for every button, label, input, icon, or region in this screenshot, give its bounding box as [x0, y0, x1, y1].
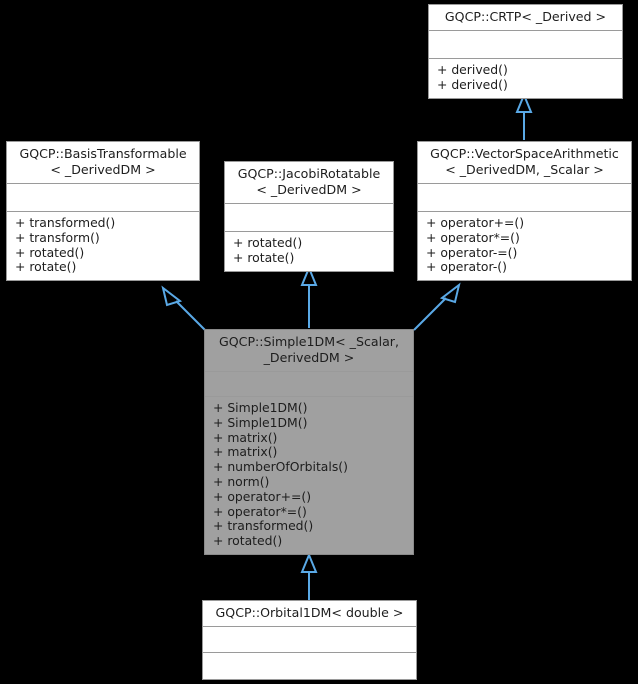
class-operations-vectorspacearithmetic: + operator+=() + operator*=() + operator… [418, 212, 631, 280]
class-title-simple1dm: GQCP::Simple1DM< _Scalar, _DerivedDM > [205, 330, 413, 372]
class-box-simple1dm[interactable]: GQCP::Simple1DM< _Scalar, _DerivedDM > +… [204, 329, 414, 555]
operation-item: + derived() [437, 62, 508, 77]
operation-item: + transformed() [15, 215, 116, 230]
class-attributes-vectorspacearithmetic [418, 184, 631, 212]
class-box-crtp[interactable]: GQCP::CRTP< _Derived > + derived() + der… [428, 4, 623, 99]
operation-item: + operator+=() [213, 488, 312, 504]
operation-item: + rotated() [213, 533, 283, 549]
operation-item: + norm() [213, 473, 270, 489]
edge-orbital1dm-to-simple1dm [300, 552, 318, 600]
class-box-basistransformable[interactable]: GQCP::BasisTransformable < _DerivedDM > … [6, 141, 200, 282]
operation-item: + transformed() [213, 518, 314, 534]
class-title-basistransformable: GQCP::BasisTransformable < _DerivedDM > [7, 142, 199, 184]
edge-simple1dm-to-vectorspacearithmetic [413, 282, 461, 331]
operation-item: + rotated() [15, 244, 85, 260]
class-attributes-orbital1dm [203, 627, 416, 653]
class-attributes-simple1dm [205, 372, 413, 397]
operation-item: + rotated() [233, 235, 303, 250]
operation-item: + transform() [15, 229, 100, 245]
operation-item: + rotate() [233, 249, 295, 265]
operation-item: + matrix() [213, 429, 278, 445]
operation-item: + operator*=() [426, 229, 520, 245]
class-box-orbital1dm[interactable]: GQCP::Orbital1DM< double > [202, 600, 417, 680]
operation-item: + rotate() [15, 259, 77, 275]
operation-item: + matrix() [213, 444, 278, 460]
edge-simple1dm-to-basistransformable [161, 285, 206, 331]
operation-item: + operator-=() [426, 244, 518, 260]
class-title-vectorspacearithmetic: GQCP::VectorSpaceArithmetic < _DerivedDM… [418, 142, 631, 184]
class-title-orbital1dm: GQCP::Orbital1DM< double > [203, 601, 416, 627]
operation-item: + derived() [437, 76, 508, 92]
class-attributes-basistransformable [7, 184, 199, 212]
class-box-vectorspacearithmetic[interactable]: GQCP::VectorSpaceArithmetic < _DerivedDM… [417, 141, 632, 282]
class-operations-orbital1dm [203, 653, 416, 679]
class-attributes-crtp [429, 31, 622, 59]
class-attributes-jacobirotatable [225, 204, 393, 232]
operation-item: + operator-() [426, 259, 507, 275]
edge-vectorspacearithmetic-to-crtp [515, 92, 533, 140]
class-operations-crtp: + derived() + derived() [429, 59, 622, 98]
class-title-crtp: GQCP::CRTP< _Derived > [429, 5, 622, 31]
class-box-jacobirotatable[interactable]: GQCP::JacobiRotatable < _DerivedDM > + r… [224, 161, 394, 272]
operation-item: + Simple1DM() [213, 400, 308, 415]
class-title-jacobirotatable: GQCP::JacobiRotatable < _DerivedDM > [225, 162, 393, 204]
class-operations-simple1dm: + Simple1DM() + Simple1DM() + matrix() +… [205, 397, 413, 554]
operation-item: + operator+=() [426, 215, 525, 230]
class-operations-basistransformable: + transformed() + transform() + rotated(… [7, 212, 199, 280]
class-operations-jacobirotatable: + rotated() + rotate() [225, 232, 393, 271]
edge-simple1dm-to-jacobirotatable [300, 265, 318, 328]
operation-item: + numberOfOrbitals() [213, 459, 348, 475]
operation-item: + operator*=() [213, 503, 307, 519]
operation-item: + Simple1DM() [213, 414, 308, 430]
